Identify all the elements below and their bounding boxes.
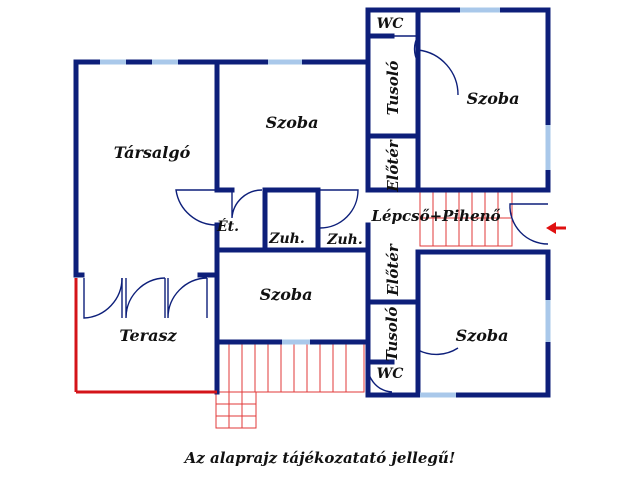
room-label-wc-bottom: WC [377, 366, 404, 382]
terrace-edge [74, 278, 217, 394]
room-label-szoba-top-mid: Szoba [266, 113, 319, 132]
room-label-lepcso-piheno: Lépcső+Pihenő [370, 207, 500, 225]
entrance-arrow-icon [546, 222, 566, 234]
room-label-tusolo-bottom: Tusoló [383, 307, 401, 362]
doors [83, 35, 549, 393]
room-label-szoba-top-right: Szoba [467, 89, 520, 108]
room-label-eloter-top: Előtér [384, 139, 402, 193]
room-label-tarsalgo: Társalgó [114, 143, 191, 162]
room-label-tusolo-top: Tusoló [384, 61, 402, 116]
room-label-szoba-bottom-right: Szoba [456, 326, 509, 345]
room-label-terasz: Terasz [119, 326, 177, 345]
room-label-zuh-right: Zuh. [326, 232, 362, 248]
room-label-et: Ét. [216, 217, 239, 235]
room-label-eloter-bottom: Előtér [384, 243, 402, 297]
room-label-wc-top: WC [377, 16, 404, 32]
room-labels: Társalgó Szoba Szoba WC Tusoló Előtér Lé… [114, 16, 520, 382]
room-label-szoba-bottom-mid: Szoba [260, 285, 313, 304]
terrace-stairs [215, 341, 365, 429]
room-label-zuh-left: Zuh. [268, 231, 304, 247]
disclaimer-note: Az alaprajz tájékozatató jellegű! [184, 449, 456, 467]
windows [100, 7, 551, 398]
